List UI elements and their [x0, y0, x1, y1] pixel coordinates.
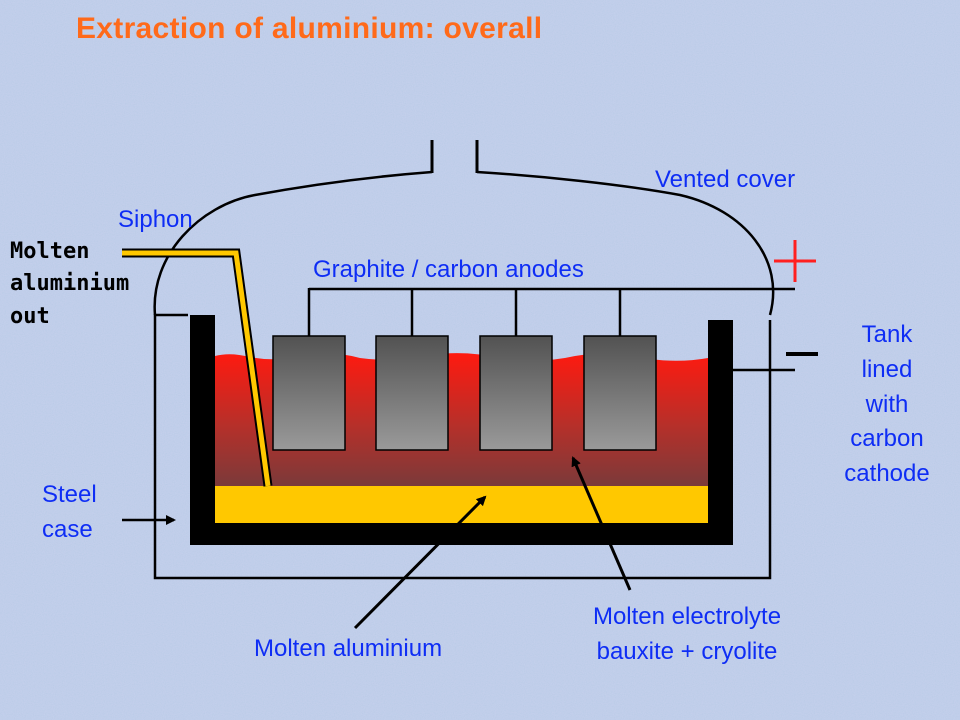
label-molten-aluminium-out: Molten aluminium out — [10, 239, 130, 329]
label-siphon: Siphon — [118, 206, 193, 233]
electrolyte-arrow — [571, 456, 632, 591]
label-steel-case: Steel case — [42, 481, 97, 543]
vented-cover-dome — [153, 170, 433, 316]
minus-icon — [786, 352, 818, 356]
tank-lining-bottom — [190, 523, 733, 545]
siphon-tube-fill — [122, 250, 271, 487]
steel-case-outline — [153, 313, 772, 580]
anode-3 — [479, 335, 553, 451]
anode-2 — [375, 335, 449, 451]
vented-cover-dome-right — [476, 170, 775, 316]
tank-lining-right — [708, 320, 733, 545]
label-anodes: Graphite / carbon anodes — [313, 256, 584, 283]
diagram-title: Extraction of aluminium: overall — [76, 12, 543, 45]
tank-lining-left — [190, 315, 215, 545]
label-tank-lined-cathode: Tank lined with carbon cathode — [844, 321, 930, 488]
label-molten-aluminium: Molten aluminium — [254, 635, 443, 662]
anode-1 — [272, 335, 346, 451]
plus-icon — [774, 240, 816, 282]
label-vented-cover: Vented cover — [655, 166, 796, 193]
molten-aluminium-arrow — [353, 495, 487, 630]
molten-aluminium-layer — [212, 486, 712, 523]
anode-4 — [583, 335, 657, 451]
label-molten-electrolyte: Molten electrolyte bauxite + cryolite — [592, 603, 782, 665]
